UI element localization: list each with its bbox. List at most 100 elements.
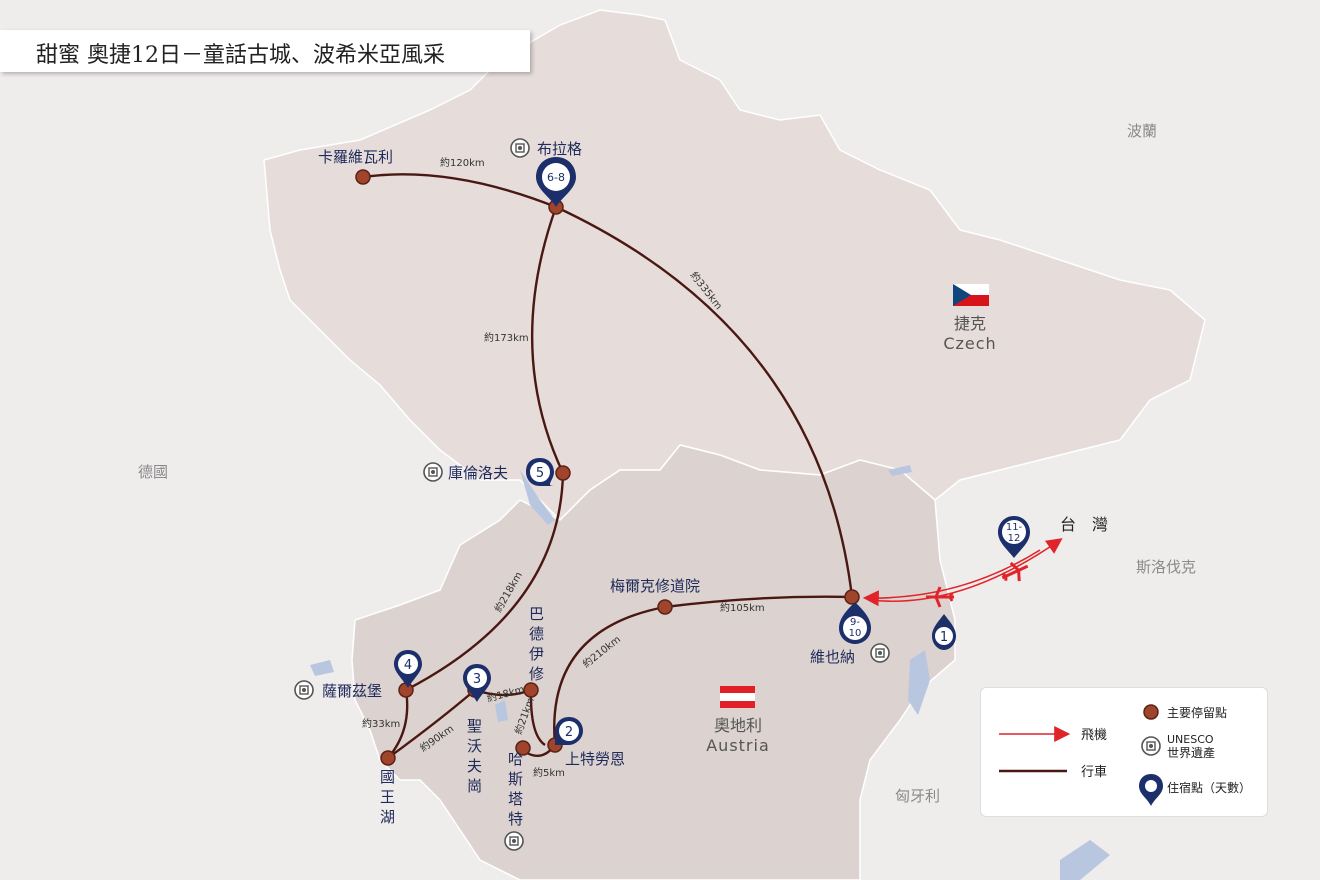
label-czech-en: Czech <box>943 334 996 353</box>
flight-taiwan-vienna <box>862 549 1041 607</box>
svg-text:德: 德 <box>529 625 544 643</box>
legend-unesco-icon <box>1141 736 1161 756</box>
label-germany: 德國 <box>138 463 168 481</box>
unesco-icon-vienna <box>870 643 890 663</box>
lake-east <box>888 465 912 476</box>
svg-text:12: 12 <box>1008 533 1021 544</box>
pin-departure[interactable]: 11- 12 <box>998 516 1030 558</box>
svg-text:6-8: 6-8 <box>547 171 565 184</box>
unesco-icon-prague <box>510 138 530 158</box>
pin-cesky-krumlov[interactable]: 5 <box>526 458 554 486</box>
distance-melk-vienna: 約105km <box>720 601 765 614</box>
svg-text:斯: 斯 <box>508 770 523 788</box>
distance-prague-ck: 約173km <box>484 331 529 344</box>
label-konigssee: 國 王 湖 <box>380 768 395 826</box>
svg-text:哈: 哈 <box>508 750 523 768</box>
label-vienna: 維也納 <box>810 648 855 666</box>
label-czech-cn: 捷克 <box>954 314 986 333</box>
svg-text:10: 10 <box>849 628 862 639</box>
distance-kv-prague: 約120km <box>440 156 485 169</box>
svg-text:1: 1 <box>940 630 948 645</box>
flight-routes <box>862 538 1063 607</box>
route-konigssee-wolfgang <box>387 689 476 759</box>
svg-text:國: 國 <box>380 768 395 786</box>
legend: 飛機 行車 主要停留點 UNESCO 世界遺產 住宿點（天數） <box>980 687 1268 817</box>
svg-text:5: 5 <box>536 466 544 481</box>
legend-flight-label: 飛機 <box>1081 728 1107 743</box>
flight-vienna-taiwan <box>869 538 1063 603</box>
legend-graphics: 飛機 行車 主要停留點 UNESCO 世界遺產 住宿點（天數） <box>999 704 1251 806</box>
plane-icon <box>1001 561 1029 582</box>
austria-flag-icon <box>720 686 755 708</box>
svg-text:11-: 11- <box>1006 522 1023 533</box>
svg-text:塔: 塔 <box>508 790 523 808</box>
stop-hallstatt[interactable] <box>515 740 531 756</box>
distance-hallstatt-obertraun: 約5km <box>533 766 565 779</box>
svg-text:伊: 伊 <box>529 645 544 663</box>
route-obertraun-melk <box>553 605 666 746</box>
svg-text:2: 2 <box>565 725 573 740</box>
route-ck-salzburg <box>405 472 565 692</box>
stop-vienna[interactable] <box>844 589 860 605</box>
svg-text:巴: 巴 <box>529 605 544 623</box>
label-salzburg: 薩爾茲堡 <box>322 682 382 700</box>
label-austria-en: Austria <box>706 736 770 755</box>
label-taiwan: 台 灣 <box>1060 515 1108 534</box>
lake-balaton <box>1060 840 1110 880</box>
pin-vienna[interactable]: 9- 10 <box>839 602 871 644</box>
svg-text:聖: 聖 <box>467 717 482 735</box>
label-slovakia: 斯洛伐克 <box>1136 558 1196 576</box>
svg-text:湖: 湖 <box>380 808 395 826</box>
legend-drive-label: 行車 <box>1081 765 1107 780</box>
stop-karlovy-vary[interactable] <box>355 169 371 185</box>
svg-text:夫: 夫 <box>467 757 482 775</box>
label-melk: 梅爾克修道院 <box>610 577 700 595</box>
legend-stay-label: 住宿點（天數） <box>1167 780 1251 795</box>
label-poland: 波蘭 <box>1127 122 1157 140</box>
czech-land <box>263 9 1206 522</box>
distance-salzburg-konigssee: 約33km <box>362 717 400 730</box>
unesco-icon-cesky-krumlov <box>423 462 443 482</box>
pin-st-wolfgang[interactable]: 3 <box>463 664 491 702</box>
svg-text:沃: 沃 <box>467 737 482 755</box>
legend-stop-label: 主要停留點 <box>1167 705 1227 720</box>
label-obertraun: 上特勞恩 <box>565 750 625 768</box>
route-kv-prague <box>362 173 557 209</box>
route-prague-vienna <box>555 205 854 598</box>
lake-lipno <box>520 470 555 525</box>
stop-bad-ischl[interactable] <box>523 682 539 698</box>
unesco-icon-salzburg <box>294 680 314 700</box>
pin-obertraun[interactable]: 2 <box>555 717 583 745</box>
svg-text:4: 4 <box>404 658 412 673</box>
page-title: 甜蜜 奧捷12日－童話古城、波希米亞風采 <box>36 43 445 68</box>
label-cesky-krumlov: 庫倫洛夫 <box>448 464 508 482</box>
route-melk-vienna <box>664 595 853 609</box>
legend-unesco-label-1: UNESCO <box>1167 733 1214 746</box>
svg-text:修: 修 <box>529 665 544 683</box>
label-bad-ischl: 巴 德 伊 修 <box>529 605 544 683</box>
stop-salzburg[interactable] <box>398 682 414 698</box>
label-st-wolfgang: 聖 沃 夫 崗 <box>467 717 482 795</box>
svg-text:特: 特 <box>508 810 523 828</box>
label-karlovy-vary: 卡羅維瓦利 <box>318 148 393 166</box>
label-hallstatt: 哈 斯 塔 特 <box>508 750 523 828</box>
stop-konigssee[interactable] <box>380 750 396 766</box>
lake-wolfgangsee <box>495 700 508 722</box>
legend-unesco-label-2: 世界遺產 <box>1167 745 1215 760</box>
lake-neusiedl <box>908 650 930 715</box>
stop-melk[interactable] <box>657 599 673 615</box>
pin-salzburg[interactable]: 4 <box>394 650 422 688</box>
stop-cesky-krumlov[interactable] <box>555 465 571 481</box>
svg-text:3: 3 <box>473 672 481 687</box>
legend-stop-icon <box>1143 704 1159 720</box>
czech-flag-icon <box>953 284 989 306</box>
svg-text:崗: 崗 <box>467 777 482 795</box>
pin-arrival[interactable]: 1 <box>932 614 956 650</box>
svg-text:王: 王 <box>380 788 395 806</box>
title-banner: 甜蜜 奧捷12日－童話古城、波希米亞風采 <box>0 30 530 72</box>
unesco-icon-hallstatt <box>504 831 524 851</box>
pin-prague[interactable]: 6-8 <box>536 157 576 207</box>
route-prague-ck <box>530 206 565 474</box>
